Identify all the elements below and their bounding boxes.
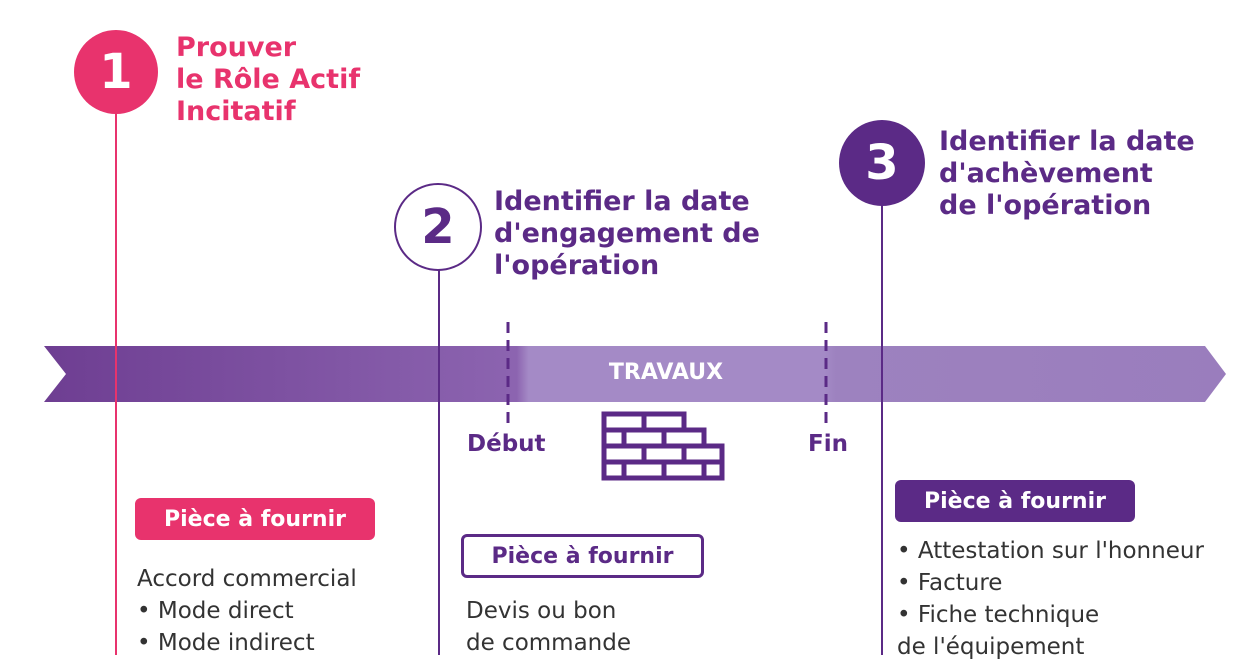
step-1-documents: Accord commercial Mode direct Mode indir… <box>137 563 357 659</box>
step-1-intro: Accord commercial <box>137 566 357 592</box>
step-1-line <box>115 110 117 655</box>
step-1-item-2: Mode indirect <box>137 627 357 659</box>
step-1-number-circle: 1 <box>74 30 158 114</box>
step-3-documents: Attestation sur l'honneur Facture Fiche … <box>897 535 1204 663</box>
step-3-item-1: Attestation sur l'honneur <box>897 535 1204 567</box>
step-3-number-circle: 3 <box>839 120 925 206</box>
step-2-documents: Devis ou bon de commande <box>466 595 631 659</box>
step-3-badge: Pièce à fournir <box>895 480 1135 522</box>
step-1-title: Prouver le Rôle Actif Incitatif <box>176 32 361 127</box>
brick-wall-icon <box>601 411 725 481</box>
step-2-badge: Pièce à fournir <box>461 534 704 578</box>
step-2-intro: Devis ou bon de commande <box>466 598 632 656</box>
step-2-number: 2 <box>421 199 455 255</box>
step-3-line <box>881 200 883 655</box>
step-1-number: 1 <box>99 44 133 100</box>
step-2-title: Identifier la date d'engagement de l'opé… <box>494 186 760 281</box>
step-1-badge: Pièce à fournir <box>135 498 375 540</box>
step-1-item-1: Mode direct <box>137 595 357 627</box>
step-2-line <box>438 268 440 655</box>
step-3-number: 3 <box>865 135 899 191</box>
step-2-number-circle: 2 <box>394 183 482 271</box>
end-label: Fin <box>808 431 848 457</box>
timeline-label: TRAVAUX <box>608 360 724 385</box>
start-label: Début <box>467 431 546 457</box>
step-3-item-2: Facture <box>897 567 1204 599</box>
step-3-title: Identifier la date d'achèvement de l'opé… <box>939 126 1195 221</box>
step-3-item-3: Fiche technique de l'équipement <box>897 599 1204 663</box>
